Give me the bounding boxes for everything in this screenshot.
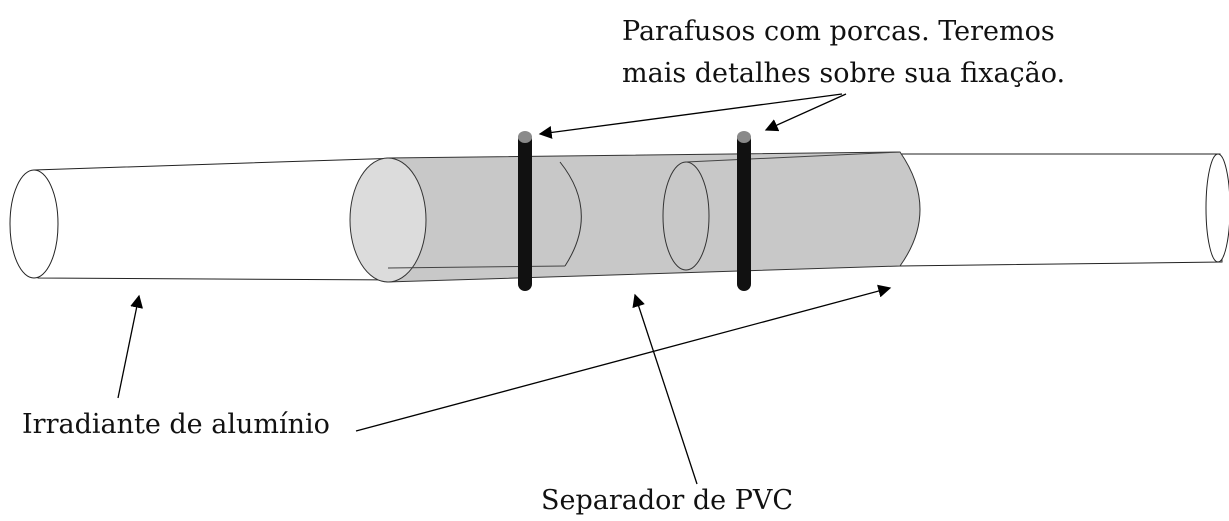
bolts-label-line1: Parafusos com porcas. Teremos [622,16,1055,47]
separator-label: Separador de PVC [541,485,793,516]
bolts-label-line2: mais detalhes sobre sua fixação. [622,58,1065,89]
bolt-left-cap [518,131,532,143]
inner-left-tube-end [559,161,582,267]
bolt-left [518,131,532,291]
bolt-right-cap [737,131,751,143]
pvc-left-end [349,157,427,283]
leader-arrows [117,93,892,485]
radiator-label: Irradiante de alumínio [22,409,330,440]
arrow-to-bolt-right [764,93,847,132]
bolt-right [737,131,751,291]
left-aluminum-tube [9,157,401,281]
arrow-to-left-tube [117,294,144,399]
arrow-to-pvc [632,293,698,485]
left-tube-end [9,169,59,279]
pvc-separator [349,151,921,283]
arrow-to-bolt-left [538,93,843,139]
right-tube-end [1205,153,1229,263]
arrow-to-right-tube [355,284,892,432]
right-aluminum-tube [899,153,1229,267]
